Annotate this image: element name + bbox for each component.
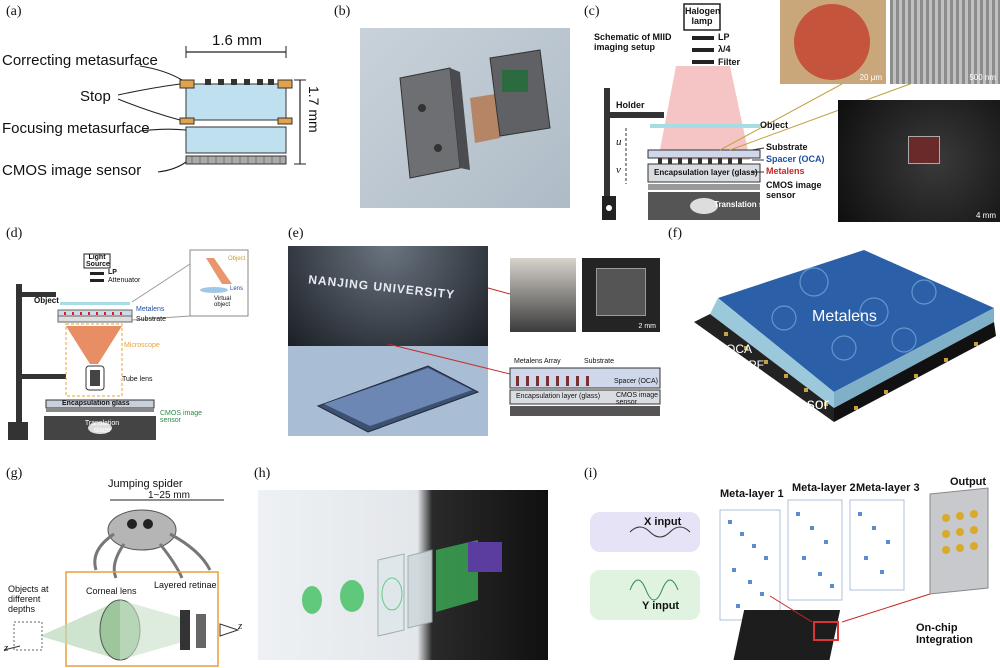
stop-label: Stop <box>80 88 111 105</box>
panel-f-label: (f) <box>668 226 682 241</box>
panel-i-label: (i) <box>584 466 598 481</box>
attenuator-label: Attenuator <box>108 277 141 284</box>
panel-f: (f) Metalens OCA CPF OCA Image sensor <box>664 222 1000 438</box>
panel-b-label: (b) <box>334 4 351 19</box>
f-oca-bottom-label: OCA <box>736 372 763 386</box>
f-oca-top-label: OCA <box>726 342 753 356</box>
metalens-array-label: Metalens Array <box>514 358 561 365</box>
panel-b: (b) <box>320 0 580 210</box>
light-source-label: Light Source <box>86 254 110 268</box>
z-right-label: z <box>238 620 243 632</box>
holder-label: Holder <box>616 100 645 110</box>
d-translation-label: Translation stage <box>84 420 120 434</box>
e-encapsulation-label: Encapsulation layer (glass) <box>516 393 601 400</box>
panel-a-diagram <box>117 46 306 173</box>
panel-e: (e) NANJING UNIVERSITY 2 mm Metalens Arr… <box>284 224 664 438</box>
panel-i-diffractive-network <box>590 487 989 660</box>
dim-width-label: 1.6 mm <box>212 32 263 49</box>
cmos-sensor-label: CMOS image sensor <box>2 162 142 179</box>
meta-layer-2-label: Meta-layer 2 <box>792 482 856 494</box>
panel-f-device-render <box>694 250 996 422</box>
e-cmos-label: CMOS image sensor <box>616 392 659 406</box>
panel-d-label: (d) <box>6 226 23 241</box>
panel-g-label: (g) <box>6 466 23 481</box>
d-substrate-label: Substrate <box>136 316 166 323</box>
microscope-label: Microscope <box>124 342 160 349</box>
panel-d-setup-diagram <box>8 249 249 440</box>
f-cpf-label: CPF <box>740 358 764 372</box>
panel-g-spider-diagram <box>3 499 240 667</box>
output-label: Output <box>950 476 987 488</box>
quarter-wave-label: λ/4 <box>718 44 731 54</box>
e-scale-2mm: 2 mm <box>638 323 657 330</box>
metalens-label: Metalens <box>766 166 805 176</box>
scale-4mm: 4 mm <box>976 211 996 220</box>
panel-e-layer-diagram <box>387 287 661 416</box>
nanjing-university-imaging-photo: NANJING UNIVERSITY <box>288 246 488 346</box>
e-substrate-label: Substrate <box>584 358 614 365</box>
focusing-metasurface-label: Focusing metasurface <box>2 120 150 137</box>
z-left-label: z <box>4 642 9 654</box>
y-input-label: Y input <box>642 600 680 612</box>
filter-label: Filter <box>718 57 741 67</box>
correcting-metasurface-label: Correcting metasurface <box>2 52 158 69</box>
inset-object-label: Object <box>228 256 246 262</box>
jumping-spider-label: Jumping spider <box>108 478 183 490</box>
panel-a-label: (a) <box>6 4 22 19</box>
translation-stage-label: Translation stage <box>714 200 780 209</box>
onchip-integration-label: On-chip Integration <box>916 622 973 646</box>
meta-layer-3-label: Meta-layer 3 <box>856 482 920 494</box>
lp-label: LP <box>718 32 730 42</box>
corneal-lens-label: Corneal lens <box>86 586 137 596</box>
spacer-label: Spacer (OCA) <box>766 154 825 164</box>
panel-h-label: (h) <box>254 466 271 481</box>
panel-c-setup-diagram <box>602 3 911 220</box>
panel-d: (d) Light Source LP Attenuator Object Me… <box>0 224 290 446</box>
d-lp-label: LP <box>108 269 117 276</box>
camera-assembly-photo <box>510 258 576 332</box>
encapsulation-label: Encapsulation layer (glass) <box>654 168 758 177</box>
panel-a: (a) <box>0 0 330 210</box>
v-label: v <box>616 164 621 176</box>
panel-i: (i) Meta-layer 1 Meta-layer 2 Meta-layer… <box>580 460 1000 668</box>
inset-lens-label: Lens <box>230 286 244 292</box>
panel-c: (c) <box>580 0 1000 222</box>
d-cmos-label: CMOS image sensor <box>160 410 203 424</box>
substrate-label: Substrate <box>766 142 808 152</box>
panel-e-label: (e) <box>288 226 304 241</box>
tube-lens-label: Tube lens <box>122 376 153 383</box>
dim-height-label: 1.7 mm <box>306 86 322 133</box>
sensor-board-photo: 4 mm <box>838 100 1000 222</box>
e-spacer-label: Spacer (OCA) <box>614 378 658 385</box>
scale-20um: 20 μm <box>859 73 882 82</box>
f-metalens-label: Metalens <box>812 308 877 325</box>
objects-depths-label: Objects at different depths <box>8 584 49 614</box>
object-label: Object <box>760 120 789 130</box>
panel-h: (h) <box>250 462 550 662</box>
d-metalens-label: Metalens <box>136 306 165 313</box>
d-object-label: Object <box>34 296 59 305</box>
scale-500nm: 500 nm <box>969 73 996 82</box>
cmos-label: CMOS image sensor <box>766 180 822 200</box>
halogen-lamp-label: Halogen lamp <box>685 6 721 26</box>
layered-retinae-label: Layered retinae <box>154 580 217 590</box>
metalens-micrograph: 20 μm <box>780 0 886 84</box>
d-encapsulation-label: Encapsulation glass <box>62 400 130 407</box>
schematic-title: Schematic of MIID imaging setup <box>594 32 672 52</box>
range-label: 1~25 mm <box>148 490 190 501</box>
nanopillar-sem: 500 nm <box>890 0 1000 84</box>
metalens-array-render <box>288 346 488 436</box>
panel-c-label: (c) <box>584 4 600 19</box>
meta-layer-1-label: Meta-layer 1 <box>720 488 784 500</box>
metasurface-camera-render <box>258 490 548 660</box>
sensor-closeup-photo: 2 mm <box>582 258 660 332</box>
image-sensor-label: Image sensor <box>732 396 829 413</box>
inset-virtual-label: Virtual object <box>214 296 231 308</box>
panel-g: (g) Jumping spider 1~25 mm Objects at di… <box>0 460 250 668</box>
u-label: u <box>616 136 622 148</box>
x-input-label: X input <box>644 516 682 528</box>
camera-module-photo <box>360 28 570 208</box>
